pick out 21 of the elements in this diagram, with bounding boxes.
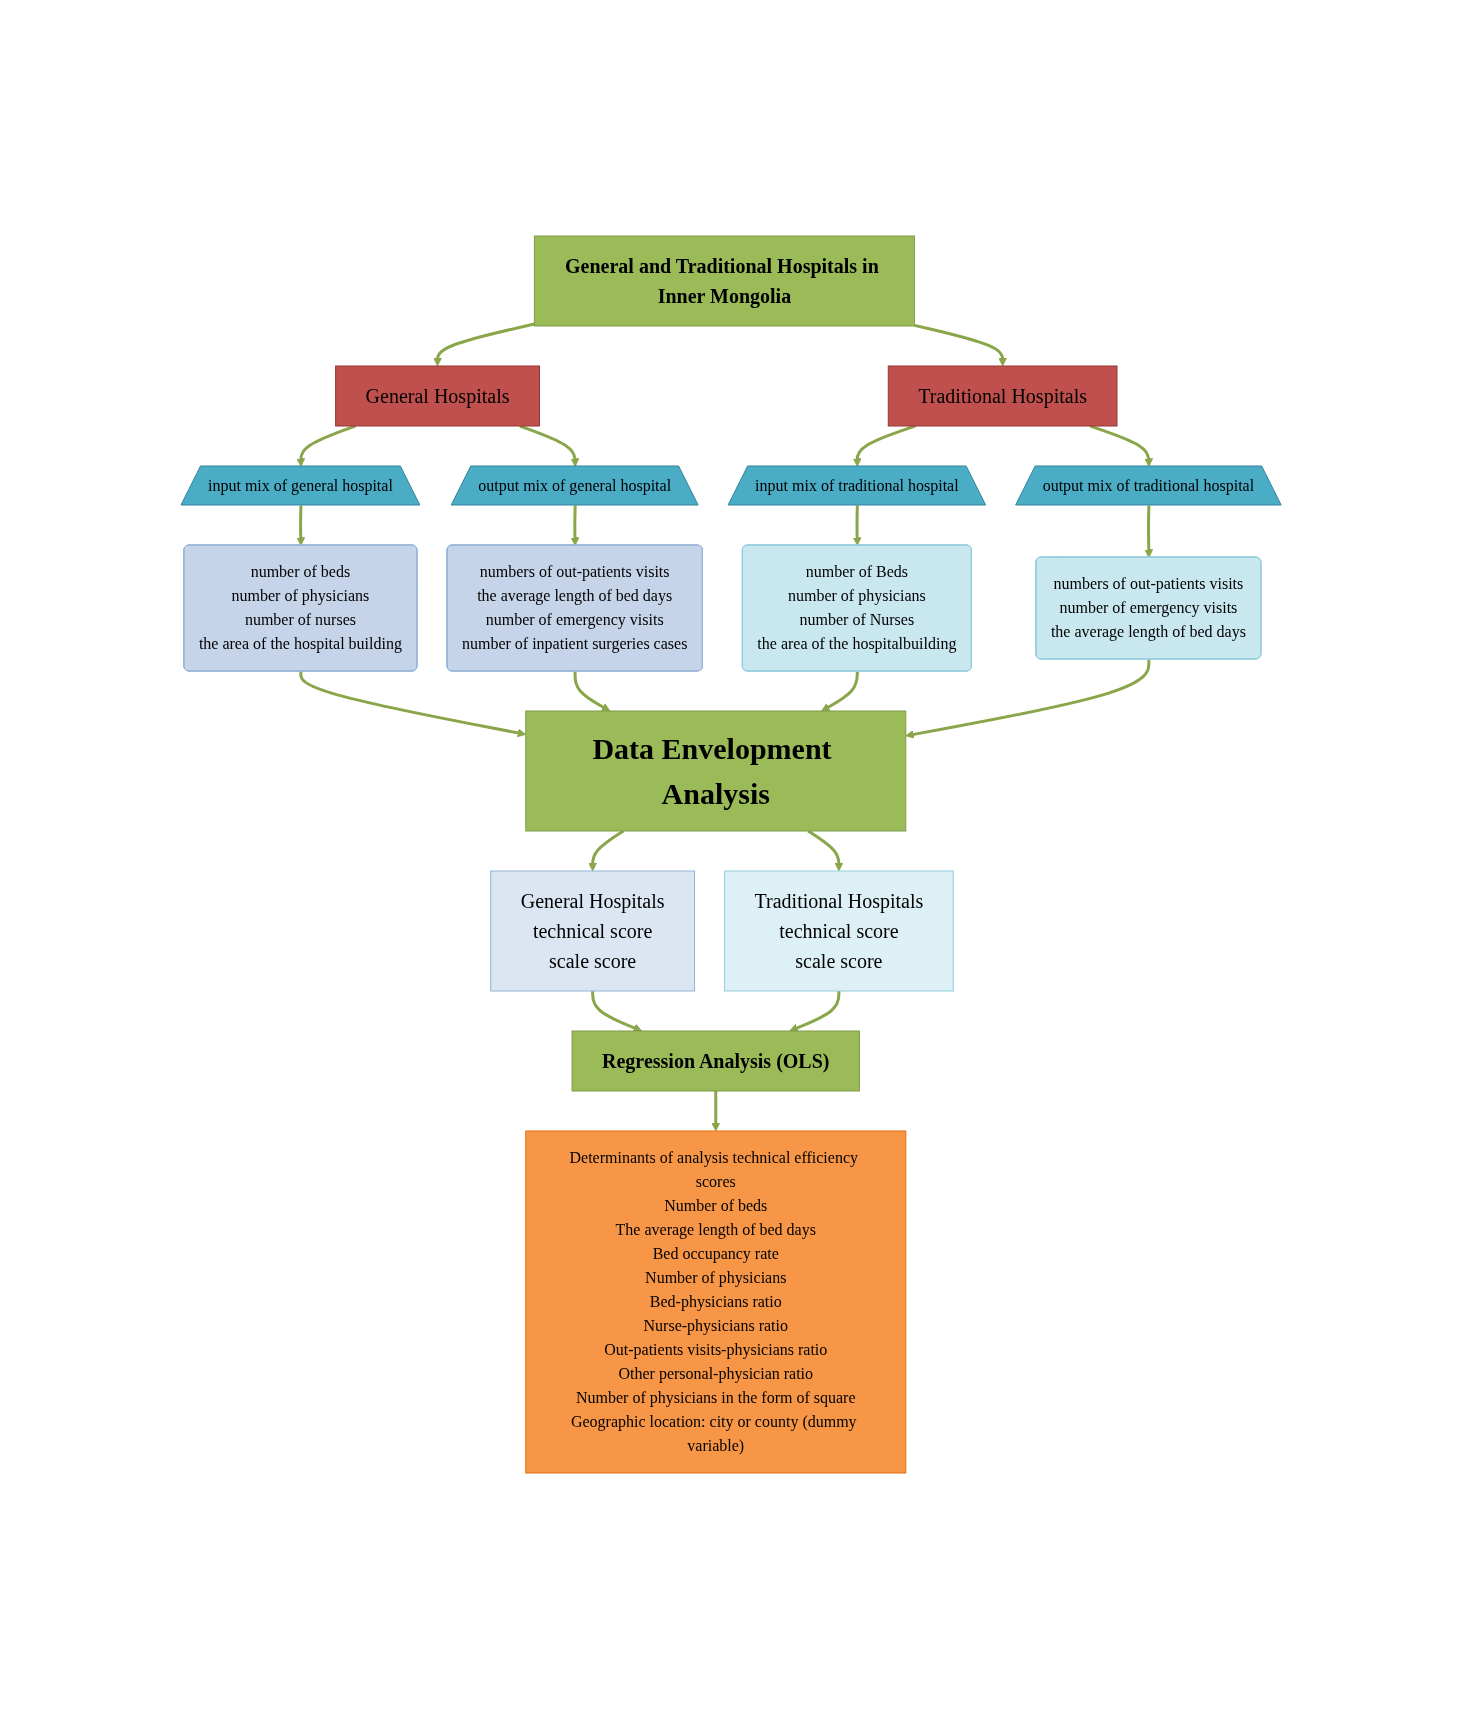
arrow bbox=[711, 1091, 721, 1132]
node-box: General Hospitals bbox=[335, 365, 540, 427]
node-box: Traditional Hospitals technical score scale score bbox=[723, 870, 954, 992]
arrow bbox=[914, 323, 1007, 367]
node-box: Data Envelopment Analysis bbox=[525, 710, 907, 832]
arrow bbox=[299, 671, 527, 738]
arrow bbox=[591, 991, 643, 1033]
arrow bbox=[296, 505, 306, 546]
arrow bbox=[905, 659, 1151, 739]
arrow bbox=[1144, 505, 1154, 558]
arrow bbox=[852, 505, 862, 546]
arrow bbox=[821, 671, 859, 712]
node-box: Determinants of analysis technical efficiency scores Number of beds The average length of bed days Bed occupancy rate Number of physicians Bed-physicians ratio Nurse-physicians ratio Out-patients visits-physicians ratio Other personal-physician ratio Number of physicians in the form of square Geographic location: city or county (dummy variable) bbox=[525, 1130, 907, 1474]
node-box: General Hospitals technical score scale score bbox=[490, 870, 695, 992]
arrow bbox=[570, 505, 580, 546]
node-box: General and Traditional Hospitals in Inner Mongolia bbox=[533, 235, 915, 327]
node-box: Regression Analysis (OLS) bbox=[571, 1030, 860, 1092]
node-box: Traditional Hospitals bbox=[887, 365, 1118, 427]
arrow bbox=[433, 322, 535, 367]
arrow bbox=[573, 671, 611, 712]
arrow bbox=[789, 991, 841, 1033]
